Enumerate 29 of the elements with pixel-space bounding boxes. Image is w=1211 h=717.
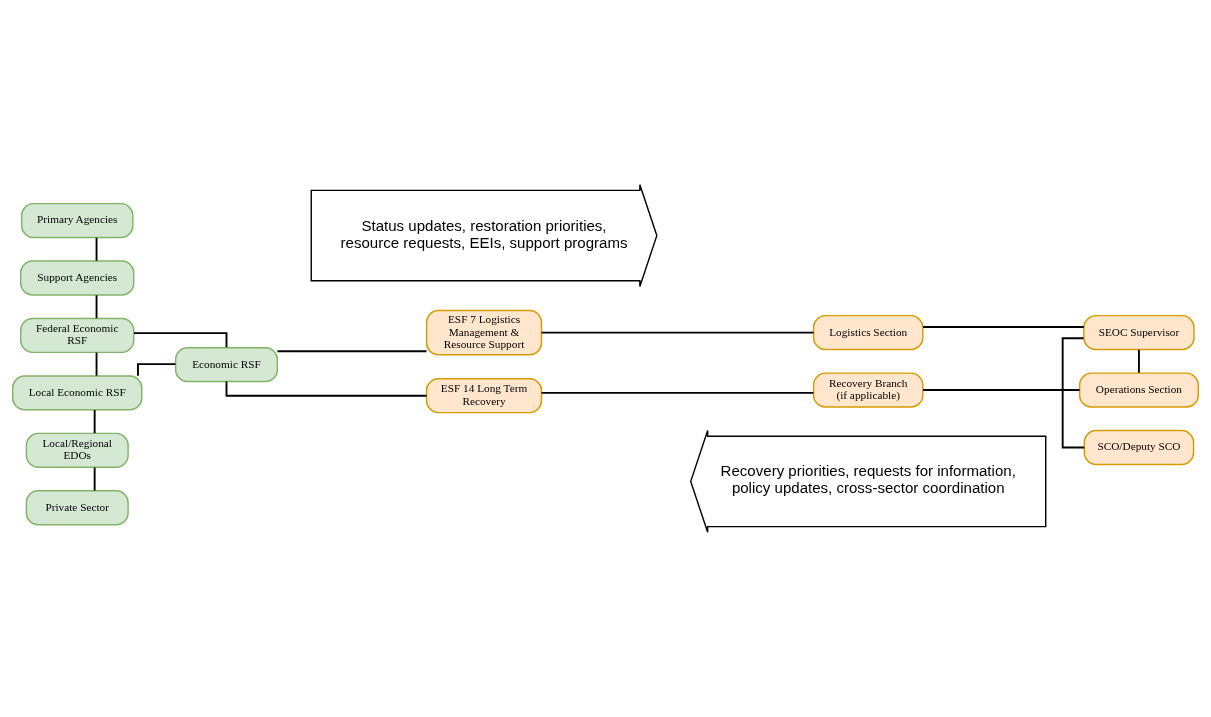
connector [225,380,428,397]
connector [276,350,428,353]
node-box: Local Economic RSF [12,375,143,411]
connector [95,236,98,262]
connector [95,351,98,377]
node-box: Recovery Branch (if applicable) [812,372,924,408]
connector [922,326,1085,328]
connector [1061,337,1086,449]
connector [540,391,815,394]
node-box: Primary Agencies [20,202,134,239]
connector [93,466,96,492]
connector [540,331,815,334]
node-box: SCO/Deputy SCO [1083,429,1195,466]
connector [95,294,98,320]
node-box: Logistics Section [812,314,924,351]
connector [1138,348,1140,374]
connector [137,363,177,377]
connector [93,409,96,435]
node-box: Federal Economic RSF [20,317,135,354]
node-box: Private Sector [25,490,129,526]
connector [922,389,1081,391]
node-box: Operations Section [1078,372,1199,408]
node-box: Economic RSF [174,346,279,383]
node-box: ESF 14 Long Term Recovery [425,378,543,414]
node-box: SEOC Supervisor [1083,314,1195,351]
node-box: Support Agencies [20,260,135,296]
node-box: ESF 7 Logistics Management & Resource Support [425,309,543,356]
connector [133,332,228,349]
node-box: Local/Regional EDOs [25,432,129,468]
